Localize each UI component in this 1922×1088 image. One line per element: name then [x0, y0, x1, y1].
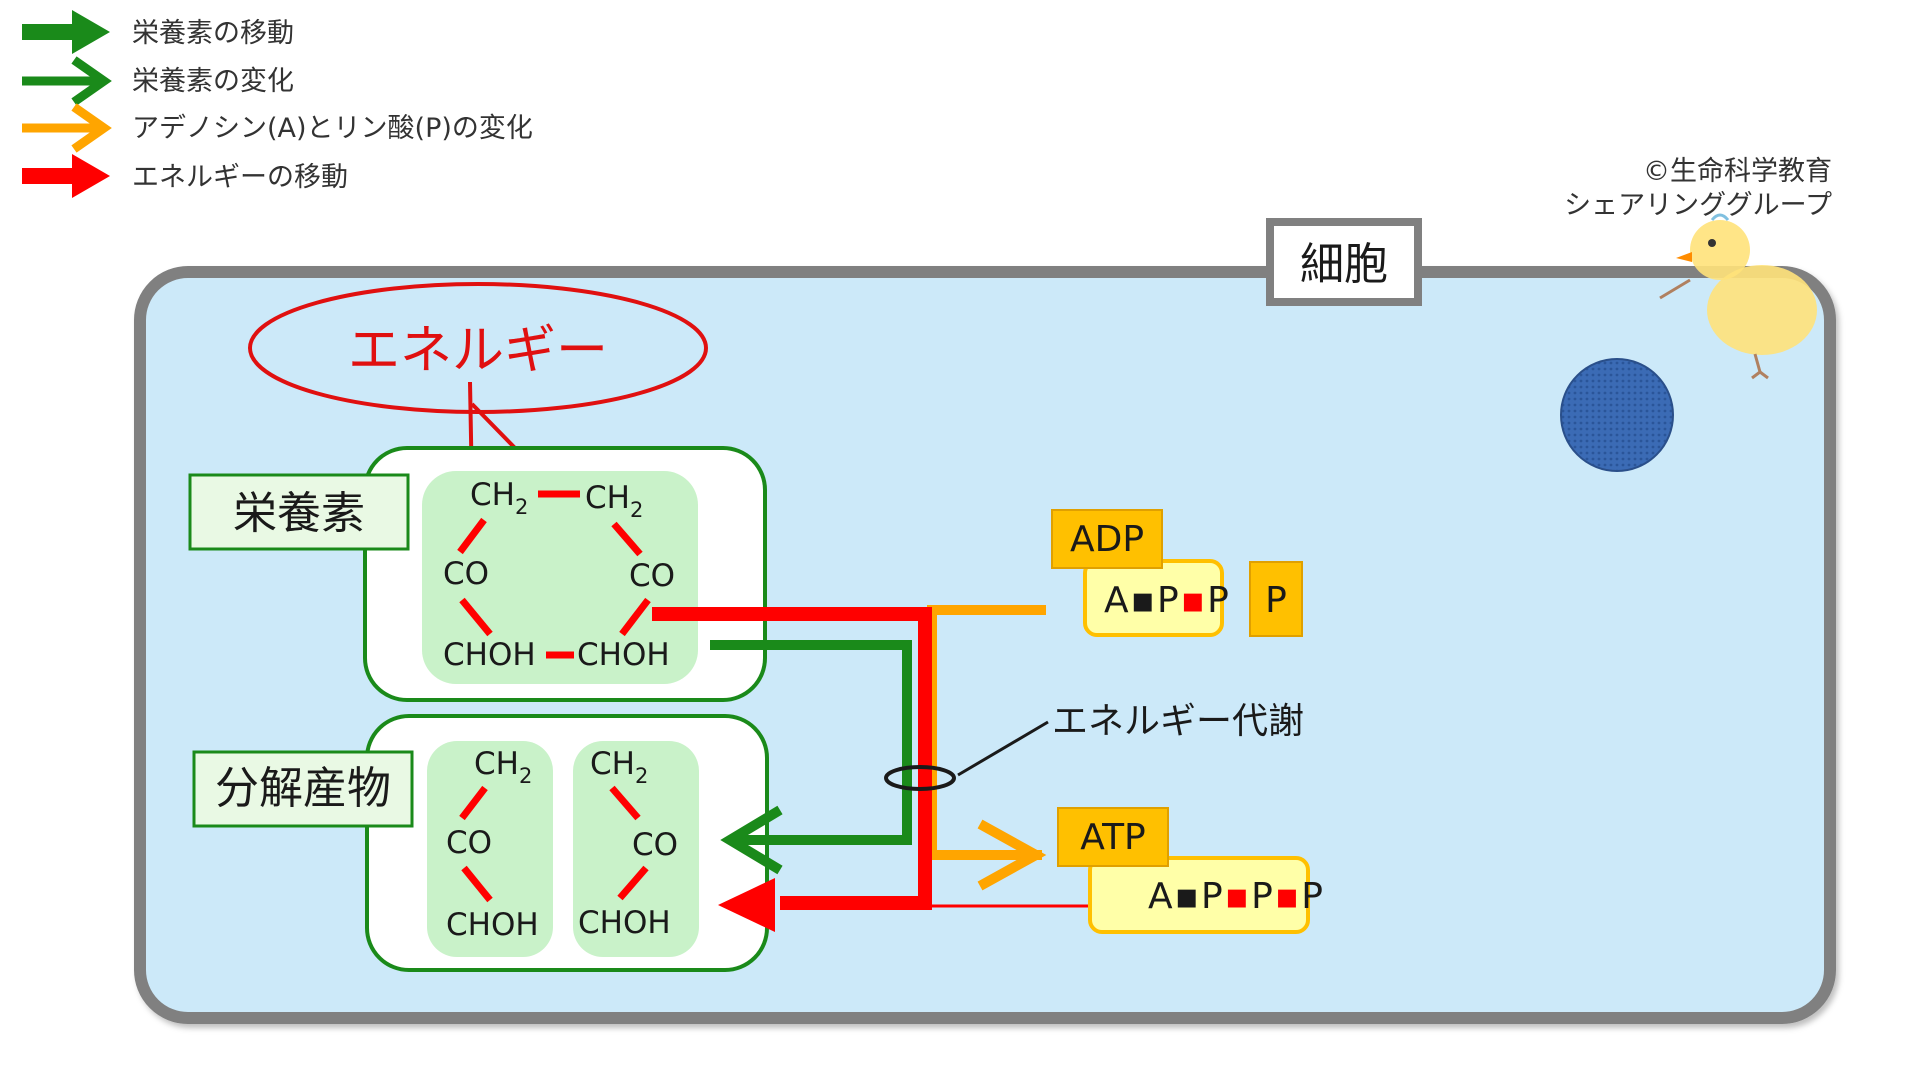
nutrient-label: 栄養素	[233, 488, 365, 539]
green-arrowhead-icon	[720, 805, 783, 875]
nucleus-icon	[1560, 358, 1674, 472]
legend-label: 栄養素の移動	[132, 18, 294, 49]
metabolism-label: エネルギー代謝	[1052, 701, 1304, 742]
legend-label: アデノシン(A)とリン酸(P)の変化	[132, 113, 533, 144]
cell-label-box: 細胞	[1266, 218, 1422, 306]
atp-formula: A▪P▪P▪P	[1148, 876, 1323, 917]
legend-item-nutrient-change: 栄養素の変化	[22, 56, 294, 106]
bond-upper-right	[611, 521, 643, 557]
adp-group: ADP A▪P▪P	[1051, 509, 1229, 637]
atp-label: ATP	[1080, 817, 1146, 858]
bond-upper-left	[457, 517, 487, 555]
metabolism-annotation: エネルギー代謝	[884, 701, 1304, 791]
legend-item-adenosine-change: アデノシン(A)とリン酸(P)の変化	[22, 103, 533, 153]
green-arrow-icon	[22, 10, 110, 54]
legend-item-nutrient-move: 栄養素の移動	[22, 10, 294, 54]
product-left-bond-upper	[459, 785, 488, 821]
metabolism-ring-icon	[884, 765, 956, 791]
product-molecule-left	[427, 741, 553, 957]
phosphate-label: P	[1265, 580, 1287, 621]
energy-bubble-label: エネルギー	[348, 321, 608, 381]
chick-mascot-icon	[1659, 213, 1817, 380]
orange-open-arrow-icon	[71, 103, 112, 153]
credit-line-1: ©生命科学教育	[1643, 156, 1832, 187]
product-right-co: CO	[632, 827, 678, 863]
red-arrow-icon	[22, 154, 110, 198]
product-left-ch2: CH2	[474, 746, 532, 788]
nutrient-label-box: 栄養素	[188, 473, 410, 551]
product-right-choh: CHOH	[578, 905, 671, 941]
legend-item-energy-move: エネルギーの移動	[22, 154, 348, 198]
product-right-bond-upper	[609, 785, 641, 821]
product-right-bond-lower	[617, 865, 649, 901]
product-left-choh: CHOH	[446, 907, 539, 943]
bond-lower-right	[619, 597, 651, 637]
adp-label: ADP	[1070, 519, 1144, 560]
orange-arrowhead-icon	[977, 819, 1047, 891]
co-left: CO	[443, 556, 489, 592]
red-arrowhead-icon	[718, 878, 775, 932]
nutrient-flow-arrow	[710, 640, 912, 875]
legend-label: 栄養素の変化	[132, 66, 294, 97]
credit-line-2: シェアリンググループ	[1564, 190, 1832, 221]
nutrient-bonds	[457, 490, 651, 659]
legend: 栄養素の移動 栄養素の変化 アデノシン(A)とリン酸(P)の変化 エネルギーの移…	[22, 10, 533, 198]
product-label-box: 分解産物	[192, 750, 414, 828]
choh-right: CHOH	[577, 637, 670, 673]
adp-formula: A▪P▪P	[1104, 580, 1229, 621]
phosphate-box: P	[1249, 561, 1303, 637]
product-left-bond-lower	[461, 865, 493, 903]
cell-label: 細胞	[1300, 239, 1388, 290]
choh-left: CHOH	[443, 637, 536, 673]
co-right: CO	[629, 558, 675, 594]
atp-group: ATP A▪P▪P▪P	[1057, 807, 1323, 934]
ch2-left: CH2	[470, 477, 528, 519]
product-label: 分解産物	[215, 763, 391, 814]
product-left-co: CO	[446, 825, 492, 861]
legend-label: エネルギーの移動	[132, 162, 348, 193]
bond-lower-left	[459, 597, 493, 637]
product-right-ch2: CH2	[590, 746, 648, 788]
ch2-right: CH2	[585, 480, 643, 522]
green-open-arrow-icon	[71, 56, 112, 106]
product-molecule-right	[573, 741, 699, 957]
